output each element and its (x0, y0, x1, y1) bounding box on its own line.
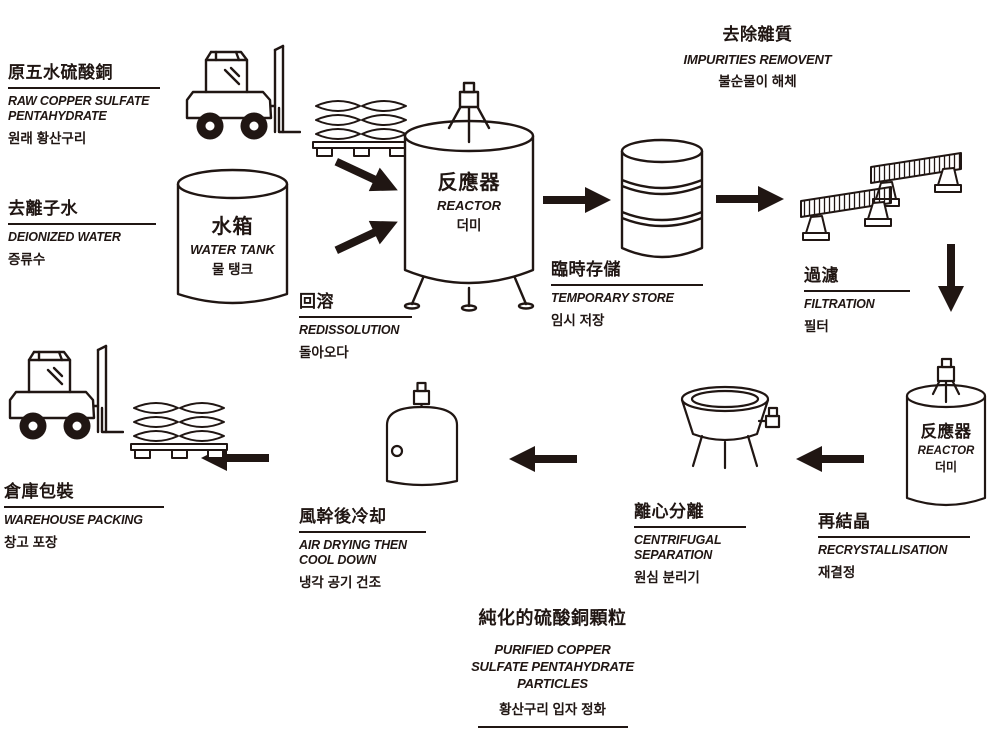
flow-arrow-to-centrifugal (796, 446, 864, 472)
air-drying-en-line1: AIR DRYING THEN (299, 538, 407, 552)
deionized-water-label: 去離子水 DEIONIZED WATER 증류수 (8, 194, 156, 268)
purified-product-label: 純化的硫酸銅顆粒 PURIFIED COPPER SULFATE PENTAHY… (440, 604, 665, 729)
impurities-title: 去除雜質 (722, 25, 793, 44)
purified-product-underline (477, 725, 628, 729)
air-drying-label: 風幹後冷却 AIR DRYING THEN COOL DOWN 냉각 공기 건조 (299, 502, 426, 591)
centrifugal-ko: 원심 분리기 (634, 569, 700, 585)
temporary-store-en: TEMPORARY STORE (551, 291, 674, 305)
air-drying-en-line2: COOL DOWN (299, 552, 377, 567)
filtration-en: FILTRATION (804, 297, 875, 311)
recrystallisation-ko: 재결정 (818, 564, 856, 580)
pallet-bags-icon (130, 402, 228, 459)
recrystallisation-en: RECRYSTALLISATION (818, 543, 948, 557)
raw-material-en-line2: PENTAHYDRATE (8, 108, 107, 123)
filtration-label: 過濾 FILTRATION 필터 (804, 261, 910, 335)
purified-product-ko: 황산구리 입자 정화 (499, 701, 606, 717)
impurities-ko: 불순물이 해체 (718, 74, 797, 90)
centrifugal-title: 離心分離 (634, 497, 746, 528)
warehouse-ko: 창고 포장 (4, 534, 58, 550)
redissolution-title: 回溶 (299, 287, 412, 318)
raw-material-title: 原五水硫酸銅 (8, 58, 160, 89)
warehouse-label: 倉庫包裝 WAREHOUSE PACKING 창고 포장 (4, 477, 164, 551)
raw-material-ko: 원래 황산구리 (8, 130, 87, 146)
recrystallisation-label: 再結晶 RECRYSTALLISATION 재결정 (818, 507, 970, 581)
air-dryer-icon (385, 381, 459, 487)
redissolution-ko: 돌아오다 (299, 344, 349, 360)
reactor-icon (403, 81, 535, 312)
deionized-water-title: 去離子水 (8, 194, 156, 225)
filtration-ko: 필터 (804, 318, 829, 334)
centrifugal-en-line1: CENTRIFUGAL (634, 533, 722, 547)
filtration-title: 過濾 (804, 261, 910, 292)
temporary-store-title: 臨時存儲 (551, 255, 703, 286)
deionized-water-en: DEIONIZED WATER (8, 230, 121, 244)
flow-arrow-to-filtration (716, 186, 784, 212)
impurities-label: 去除雜質 IMPURITIES REMOVENT 불순물이 해체 (660, 20, 855, 90)
raw-material-label: 原五水硫酸銅 RAW COPPER SULFATE PENTAHYDRATE 원… (8, 58, 160, 147)
temporary-store-ko: 임시 저장 (551, 312, 605, 328)
centrifugal-en-line2: SEPARATION (634, 547, 713, 562)
air-drying-title: 風幹後冷却 (299, 502, 426, 533)
recrystallisation-title: 再結晶 (818, 507, 970, 538)
deionized-water-ko: 증류수 (8, 251, 46, 267)
flow-arrow-water-to-reactor (334, 220, 398, 254)
flow-arrow-raw-to-reactor (334, 158, 398, 192)
flow-arrow-to-store (543, 187, 611, 213)
air-drying-ko: 냉각 공기 건조 (299, 574, 382, 590)
purified-product-en-line1: PURIFIED COPPER (494, 642, 611, 657)
forklift-icon (185, 44, 301, 140)
purified-product-en-line3: PARTICLES (517, 675, 588, 691)
reactor-recrystallisation-icon (905, 357, 987, 507)
flow-arrow-to-dryer (509, 446, 577, 472)
centrifugal-separator-icon (680, 385, 781, 470)
raw-material-en-line1: RAW COPPER SULFATE (8, 94, 150, 108)
centrifugal-label: 離心分離 CENTRIFUGAL SEPARATION 원심 분리기 (634, 497, 746, 586)
water-tank-icon (176, 168, 289, 305)
impurities-en: IMPURITIES REMOVENT (683, 52, 832, 67)
pallet-bags-icon (312, 100, 410, 157)
warehouse-en: WAREHOUSE PACKING (4, 513, 143, 527)
purified-product-title: 純化的硫酸銅顆粒 (478, 608, 627, 628)
storage-tank-icon (620, 138, 704, 259)
warehouse-title: 倉庫包裝 (4, 477, 164, 508)
temporary-store-label: 臨時存儲 TEMPORARY STORE 임시 저장 (551, 255, 703, 329)
filtration-icon (800, 152, 962, 241)
forklift-icon (8, 344, 124, 440)
redissolution-label: 回溶 REDISSOLUTION 돌아오다 (299, 287, 412, 361)
flow-arrow-to-recrystallisation (938, 244, 964, 312)
purified-product-en-line2: SULFATE PENTAHYDRATE (471, 658, 634, 674)
redissolution-en: REDISSOLUTION (299, 323, 400, 337)
